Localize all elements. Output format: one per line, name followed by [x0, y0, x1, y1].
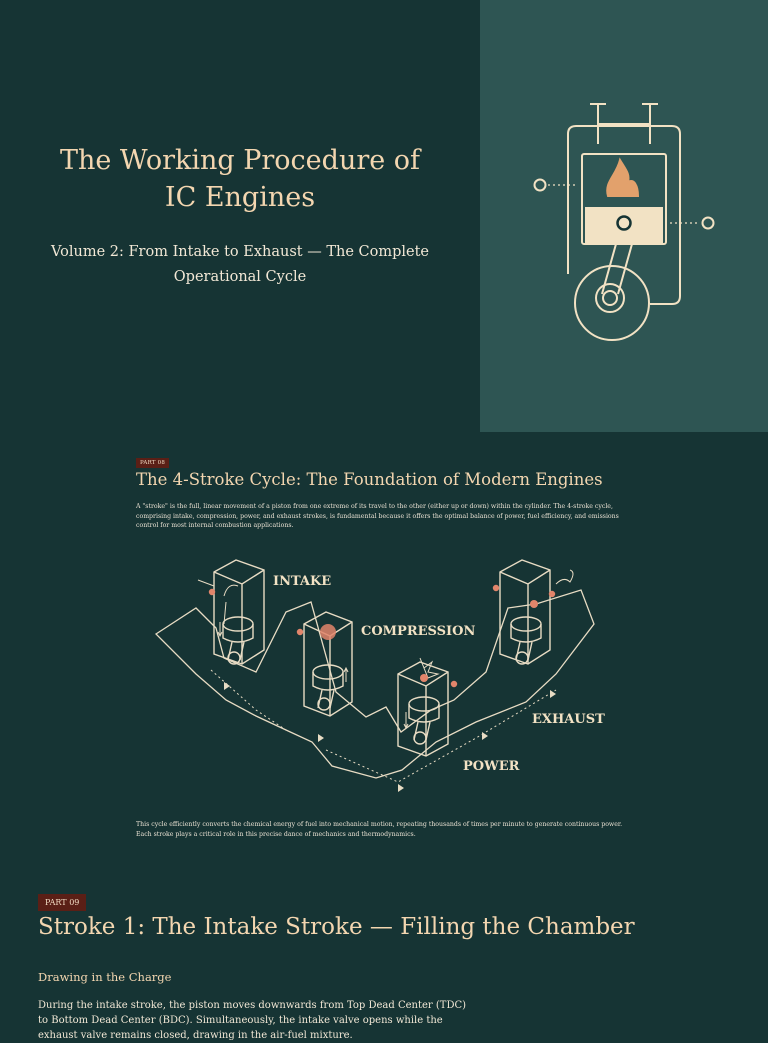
power-cylinder-icon — [397, 657, 458, 757]
diagram-label-exhaust: EXHAUST — [532, 712, 605, 727]
four-stroke-diagram: INTAKE COMPRESSION POWER EXHAUST — [154, 559, 605, 792]
page-title-line2: IC Engines — [164, 182, 316, 213]
part08-title: The 4-Stroke Cycle: The Foundation of Mo… — [136, 470, 603, 489]
compression-cylinder-icon — [296, 611, 353, 717]
part08-badge: PART 08 — [136, 458, 170, 468]
exhaust-cylinder-icon — [492, 559, 574, 665]
diagram-label-compression: COMPRESSION — [361, 624, 475, 639]
part09-title: Stroke 1: The Intake Stroke — Filling th… — [38, 914, 635, 940]
page-subtitle: Volume 2: From Intake to Exhaust — The C… — [50, 244, 430, 285]
diagram-label-intake: INTAKE — [273, 574, 331, 589]
hero-left-panel — [0, 0, 480, 432]
page-title-line1: The Working Procedure of — [59, 145, 421, 176]
intake-cylinder-icon — [197, 559, 265, 665]
part08-outro: This cycle efficiently converts the chem… — [136, 821, 623, 838]
part08-intro: A "stroke" is the full, linear movement … — [136, 503, 619, 529]
part09-subheading: Drawing in the Charge — [38, 970, 172, 984]
engine-cylinder-icon — [533, 103, 715, 341]
part09-badge: PART 09 — [38, 894, 87, 911]
page-title: The Working Procedure of IC Engines — [40, 142, 440, 216]
diagram-label-power: POWER — [463, 759, 520, 774]
part09-body: During the intake stroke, the piston mov… — [38, 1000, 467, 1041]
